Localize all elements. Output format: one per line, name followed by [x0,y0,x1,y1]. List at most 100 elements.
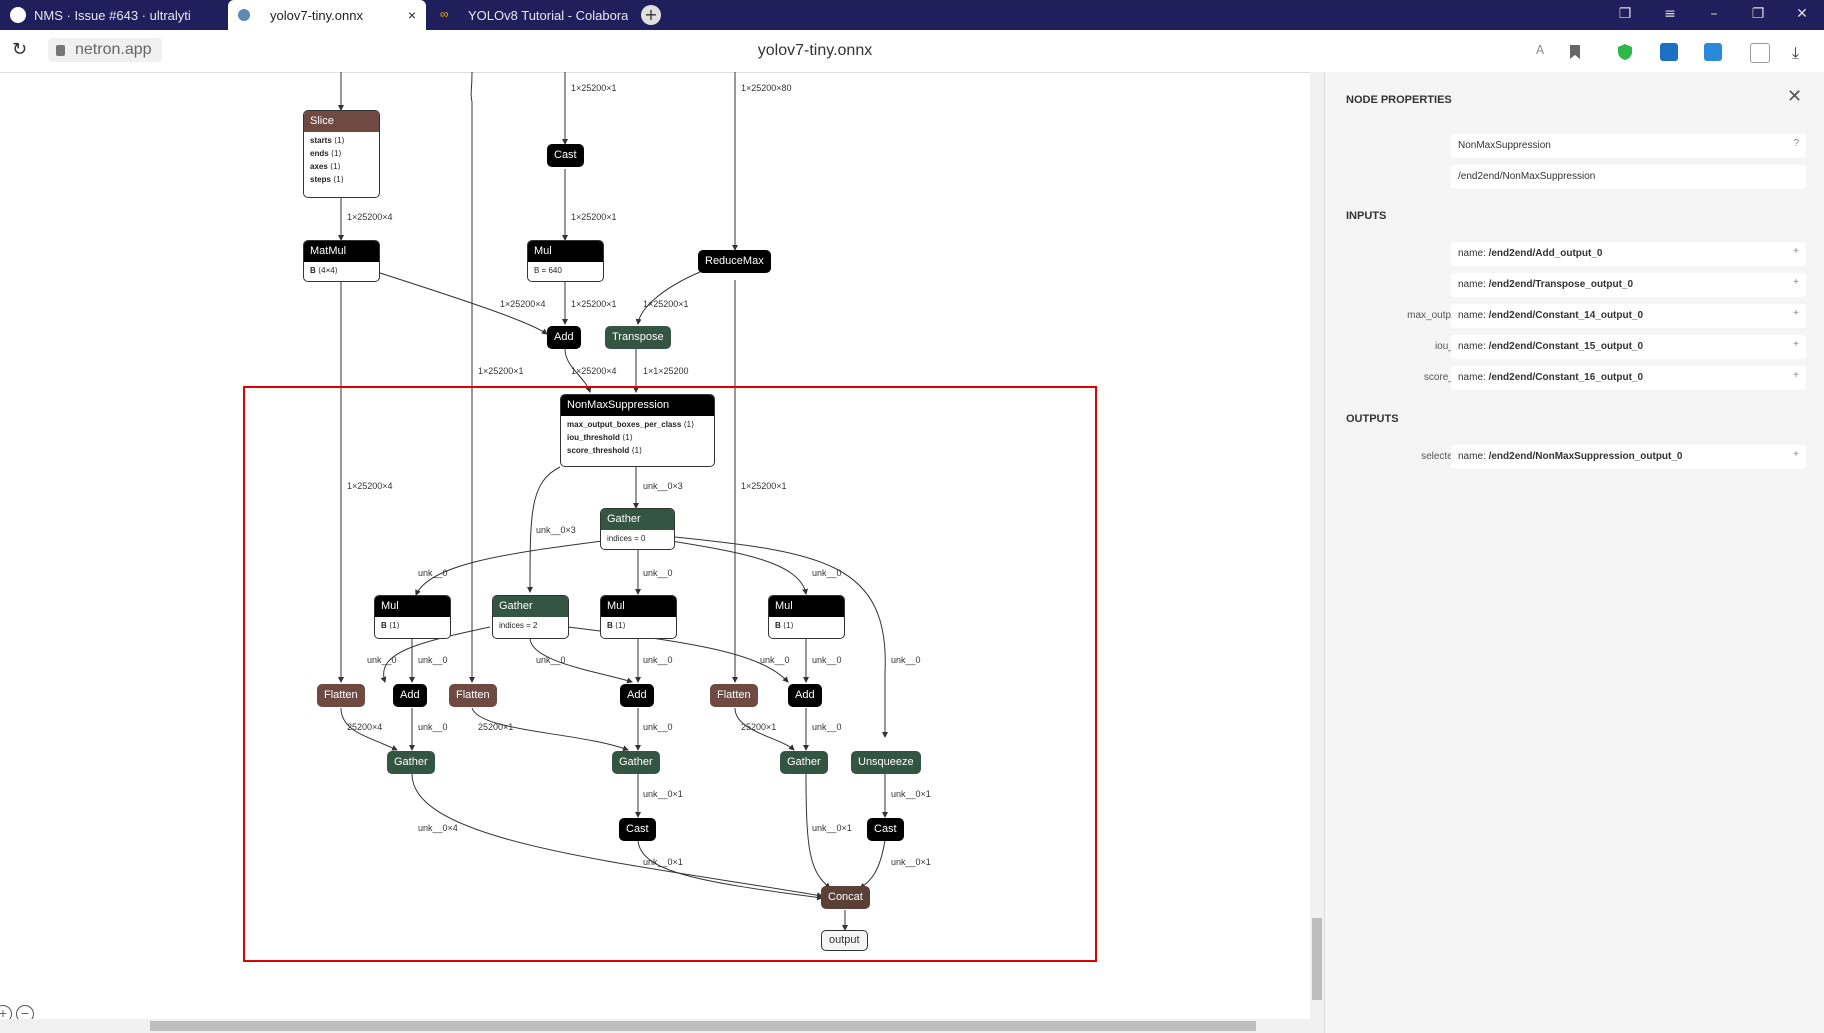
scroll-thumb[interactable] [150,1021,1256,1031]
browser-tab-bar: NMS · Issue #643 · ultralyti yolov7-tiny… [0,0,1824,30]
unsqueeze-node[interactable]: Unsqueeze [851,751,921,774]
mul-node-3[interactable]: Mul B ⟨1⟩ [768,595,845,639]
expand-icon[interactable]: + [1793,370,1799,381]
node-title: Slice [304,111,379,132]
panel-title: NODE PROPERTIES [1346,94,1452,106]
edge-label: unk__0×1 [812,823,852,833]
edge-label: 1×25200×1 [643,299,689,309]
minimize-icon[interactable]: – [1710,6,1718,22]
flatten-node-1[interactable]: Flatten [317,684,365,707]
node-attributes: B ⟨1⟩ [607,621,626,630]
vertical-scrollbar[interactable] [1310,72,1324,1033]
add-node-3[interactable]: Add [788,684,822,707]
flatten-node-2[interactable]: Flatten [449,684,497,707]
node-title: NonMaxSuppression [561,395,714,416]
url-field[interactable]: netron.app [48,38,162,62]
add-node-top[interactable]: Add [547,326,581,349]
input-value[interactable]: name: /end2end/Constant_16_output_0 [1451,366,1806,390]
gather-node-3[interactable]: Gather [780,751,828,774]
node-title: MatMul [304,241,379,262]
edge-label: unk__0 [812,568,842,578]
input-value[interactable]: name: /end2end/Constant_15_output_0 [1451,335,1806,359]
node-title: Gather [601,509,674,530]
property-type: type NonMaxSuppression ? [1325,134,1824,158]
node-title: Mul [601,596,676,617]
node-attributes: starts ⟨1⟩ ends ⟨1⟩ axes ⟨1⟩ steps ⟨1⟩ [310,136,345,184]
translate-icon[interactable]: A [1536,43,1545,57]
node-title: Mul [375,596,450,617]
highlight-box [243,386,1097,962]
help-icon[interactable]: ? [1793,138,1799,149]
slice-node[interactable]: Slice starts ⟨1⟩ ends ⟨1⟩ axes ⟨1⟩ steps… [303,110,380,198]
expand-icon[interactable]: + [1793,339,1799,350]
expand-icon[interactable]: + [1793,277,1799,288]
extension-s-icon[interactable] [1660,43,1678,61]
reducemax-node[interactable]: ReduceMax [698,250,771,273]
download-icon[interactable]: ⤓ [1792,43,1800,62]
mul-node-2[interactable]: Mul B ⟨1⟩ [600,595,677,639]
gather-indices2-node[interactable]: Gather indices = 2 [492,595,569,639]
edge-label: 1×25200×1 [571,299,617,309]
flatten-node-3[interactable]: Flatten [710,684,758,707]
matmul-node[interactable]: MatMul B ⟨4×4⟩ [303,240,380,282]
node-properties-panel: NODE PROPERTIES ✕ type NonMaxSuppression… [1324,72,1824,1033]
edge-label: 1×25200×80 [741,83,792,93]
add-node-1[interactable]: Add [393,684,427,707]
edge-label: unk__0 [367,655,397,665]
reload-icon[interactable]: ↻ [12,39,28,60]
tab-colab[interactable]: ∞ YOLOv8 Tutorial - Colabora [430,0,630,30]
cast-node-1[interactable]: Cast [619,818,656,841]
tab-label: YOLOv8 Tutorial - Colabora [468,7,628,23]
collections-icon[interactable]: ❐ [1618,6,1632,22]
tab-netron[interactable]: yolov7-tiny.onnx × [228,0,426,30]
concat-node[interactable]: Concat [821,886,870,909]
transpose-node[interactable]: Transpose [605,326,671,349]
shield-icon[interactable] [1616,43,1634,61]
edge-label: unk__0×1 [643,789,683,799]
node-title: Mul [528,241,603,262]
edge-label: 1×25200×4 [347,212,393,222]
new-tab-button[interactable]: + [641,5,661,25]
output-node[interactable]: output [821,930,868,951]
scroll-thumb[interactable] [1312,918,1322,1000]
bookmark-icon[interactable] [1566,43,1584,61]
cast-node-top[interactable]: Cast [547,144,584,167]
expand-icon[interactable]: + [1793,308,1799,319]
tab-github-issue[interactable]: NMS · Issue #643 · ultralyti [0,0,226,30]
model-graph-canvas[interactable]: Slice starts ⟨1⟩ ends ⟨1⟩ axes ⟨1⟩ steps… [0,72,1312,1033]
output-value[interactable]: name: /end2end/NonMaxSuppression_output_… [1451,445,1806,469]
edge-label: unk__0×3 [536,525,576,535]
maximize-icon[interactable]: ❐ [1751,6,1765,22]
gather-node-1[interactable]: Gather [387,751,435,774]
expand-icon[interactable]: + [1793,246,1799,257]
expand-icon[interactable]: + [1793,449,1799,460]
mul-node-top[interactable]: Mul B = 640 [527,240,604,282]
gather-node-2[interactable]: Gather [612,751,660,774]
horizontal-scrollbar[interactable] [0,1019,1310,1033]
close-tab-icon[interactable]: × [407,7,416,23]
edge-label: unk__0 [536,655,566,665]
menu-icon[interactable]: ≡ [1664,6,1676,22]
graph-edges [338,72,888,931]
cast-node-2[interactable]: Cast [867,818,904,841]
page-title: yolov7-tiny.onnx [757,42,873,59]
input-value[interactable]: name: /end2end/Transpose_output_0 [1451,273,1806,297]
extension-window-icon[interactable] [1704,43,1722,61]
close-window-icon[interactable]: ✕ [1796,6,1808,22]
property-value[interactable]: /end2end/NonMaxSuppression [1451,165,1806,189]
colab-icon: ∞ [440,7,449,21]
edge-label: unk__0 [418,722,448,732]
extension-doc-icon[interactable] [1750,43,1770,63]
add-node-2[interactable]: Add [620,684,654,707]
edge-label: 1×25200×4 [571,366,617,376]
nonmaxsuppression-node[interactable]: NonMaxSuppression max_output_boxes_per_c… [560,394,715,467]
close-panel-icon[interactable]: ✕ [1787,86,1803,106]
outputs-heading: OUTPUTS [1346,413,1399,425]
input-value[interactable]: name: /end2end/Add_output_0 [1451,242,1806,266]
gather-indices0-node[interactable]: Gather indices = 0 [600,508,675,550]
tab-label: yolov7-tiny.onnx [270,7,363,23]
input-row: scores name: /end2end/Transpose_output_0… [1325,273,1824,297]
input-value[interactable]: name: /end2end/Constant_14_output_0 [1451,304,1806,328]
mul-node-1[interactable]: Mul B ⟨1⟩ [374,595,451,639]
property-value[interactable]: NonMaxSuppression [1451,134,1806,158]
